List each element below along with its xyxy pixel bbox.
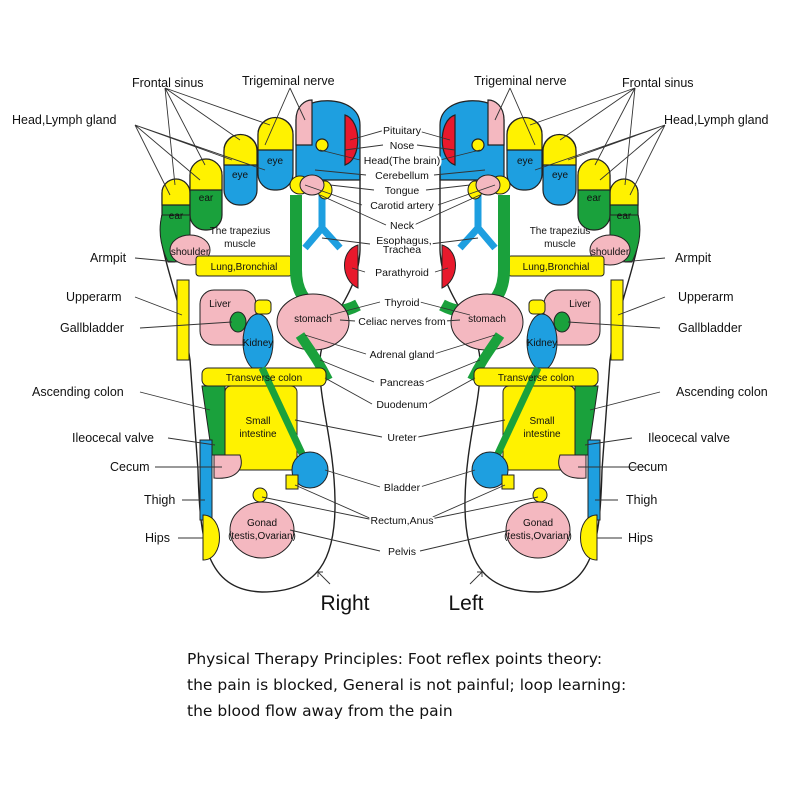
label-thigh: Thigh (626, 493, 657, 507)
label-tongue: Tongue (385, 185, 420, 197)
zone-stomach: stomach (294, 314, 332, 325)
label-cerebellum: Cerebellum (375, 170, 429, 182)
label-adrenal-gland: Adrenal gland (370, 349, 435, 361)
zone-kidney: Kidney (243, 338, 274, 349)
label-hips: Hips (145, 531, 170, 545)
zone-eye: eye (517, 156, 534, 167)
label-duodenum: Duodenum (376, 399, 428, 411)
zone-kidney: Kidney (527, 338, 558, 349)
right-foot-arrow-icon (317, 571, 331, 585)
zone-trapezius: The trapezius (530, 226, 591, 237)
zone-trapezius: muscle (224, 239, 256, 250)
label-parathyroid: Parathyroid (375, 267, 429, 279)
label-trigeminal-nerve: Trigeminal nerve (474, 74, 567, 88)
zone-gonad: Gonad (523, 518, 553, 529)
zone-ear: ear (199, 193, 214, 204)
label-neck: Neck (390, 220, 415, 232)
zone-transverse-colon: Transverse colon (226, 373, 302, 384)
therapy-caption: Physical Therapy Principles: Foot reflex… (187, 646, 626, 724)
zone-trapezius: The trapezius (210, 226, 271, 237)
zone-liver: Liver (569, 299, 591, 310)
label-armpit: Armpit (90, 251, 127, 265)
label-pituitary: Pituitary (383, 125, 422, 137)
zone-eye: eye (267, 156, 284, 167)
zone-small-intestine: intestine (239, 429, 277, 440)
left-foot-caption: Left (448, 592, 483, 615)
label-cecum: Cecum (110, 460, 150, 474)
label-pelvis: Pelvis (388, 546, 416, 558)
center-labels: Pituitary Nose Head(The brain) Cerebellu… (356, 123, 448, 560)
zone-gonad: (testis,Ovarian) (504, 531, 572, 542)
zone-small-intestine: Small (529, 416, 554, 427)
zone-eye: eye (552, 170, 569, 181)
zone-eye: eye (232, 170, 249, 181)
label-upperarm: Upperarm (678, 290, 734, 304)
zone-small-intestine: Small (245, 416, 270, 427)
label-carotid-artery: Carotid artery (370, 200, 434, 212)
label-pancreas: Pancreas (380, 377, 424, 389)
caption-line: the pain is blocked, General is not pain… (187, 676, 627, 694)
label-trigeminal-nerve: Trigeminal nerve (242, 74, 335, 88)
zone-lung-bronchial: Lung,Bronchial (211, 262, 278, 273)
right-foot-caption: Right (320, 592, 369, 615)
label-ileocecal-valve: Ileocecal valve (648, 431, 730, 445)
label-nose: Nose (390, 140, 415, 152)
label-frontal-sinus: Frontal sinus (622, 76, 694, 90)
label-armpit: Armpit (675, 251, 712, 265)
label-bladder: Bladder (384, 482, 421, 494)
label-rectum-anus: Rectum,Anus (370, 515, 433, 527)
left-foot-zone-labels: eye eye ear ear The trapezius muscle sho… (468, 156, 632, 542)
label-upperarm: Upperarm (66, 290, 122, 304)
zone-ear: ear (587, 193, 602, 204)
zone-gonad: (testis,Ovarian) (228, 531, 296, 542)
zone-shoulder: shoulder (591, 247, 630, 258)
label-hips: Hips (628, 531, 653, 545)
zone-small-intestine: intestine (523, 429, 561, 440)
zone-ear: ear (169, 211, 184, 222)
zone-transverse-colon: Transverse colon (498, 373, 574, 384)
left-foot-side-labels: Trigeminal nerve Frontal sinus Head,Lymp… (474, 74, 769, 545)
zone-shoulder: shoulder (171, 247, 210, 258)
label-ascending-colon: Ascending colon (32, 385, 124, 399)
zone-trapezius: muscle (544, 239, 576, 250)
label-frontal-sinus: Frontal sinus (132, 76, 204, 90)
label-gallbladder: Gallbladder (678, 321, 742, 335)
right-foot-zone-labels: eye eye ear ear The trapezius muscle sho… (169, 156, 332, 542)
zone-liver: Liver (209, 299, 231, 310)
label-gallbladder: Gallbladder (60, 321, 124, 335)
label-head-lymph-gland: Head,Lymph gland (12, 113, 117, 127)
label-head-brain: Head(The brain) (364, 155, 440, 167)
label-cecum: Cecum (628, 460, 668, 474)
zone-stomach: stomach (468, 314, 506, 325)
caption-line: the blood flow away from the pain (187, 702, 453, 720)
left-foot-arrow-icon (469, 571, 483, 585)
label-thigh: Thigh (144, 493, 175, 507)
right-foot-side-labels: Frontal sinus Trigeminal nerve Head,Lymp… (12, 74, 335, 545)
label-ureter: Ureter (387, 432, 417, 444)
label-celiac-nerves: Celiac nerves from (358, 316, 446, 328)
label-head-lymph-gland: Head,Lymph gland (664, 113, 769, 127)
label-thyroid: Thyroid (384, 297, 419, 309)
label-ileocecal-valve: Ileocecal valve (72, 431, 154, 445)
zone-gonad: Gonad (247, 518, 277, 529)
label-esophagus: Esophagus, (376, 235, 431, 247)
zone-lung-bronchial: Lung,Bronchial (523, 262, 590, 273)
caption-line: Physical Therapy Principles: Foot reflex… (187, 650, 603, 668)
label-trachea: Trachea (383, 244, 421, 256)
label-ascending-colon: Ascending colon (676, 385, 768, 399)
zone-ear: ear (617, 211, 632, 222)
